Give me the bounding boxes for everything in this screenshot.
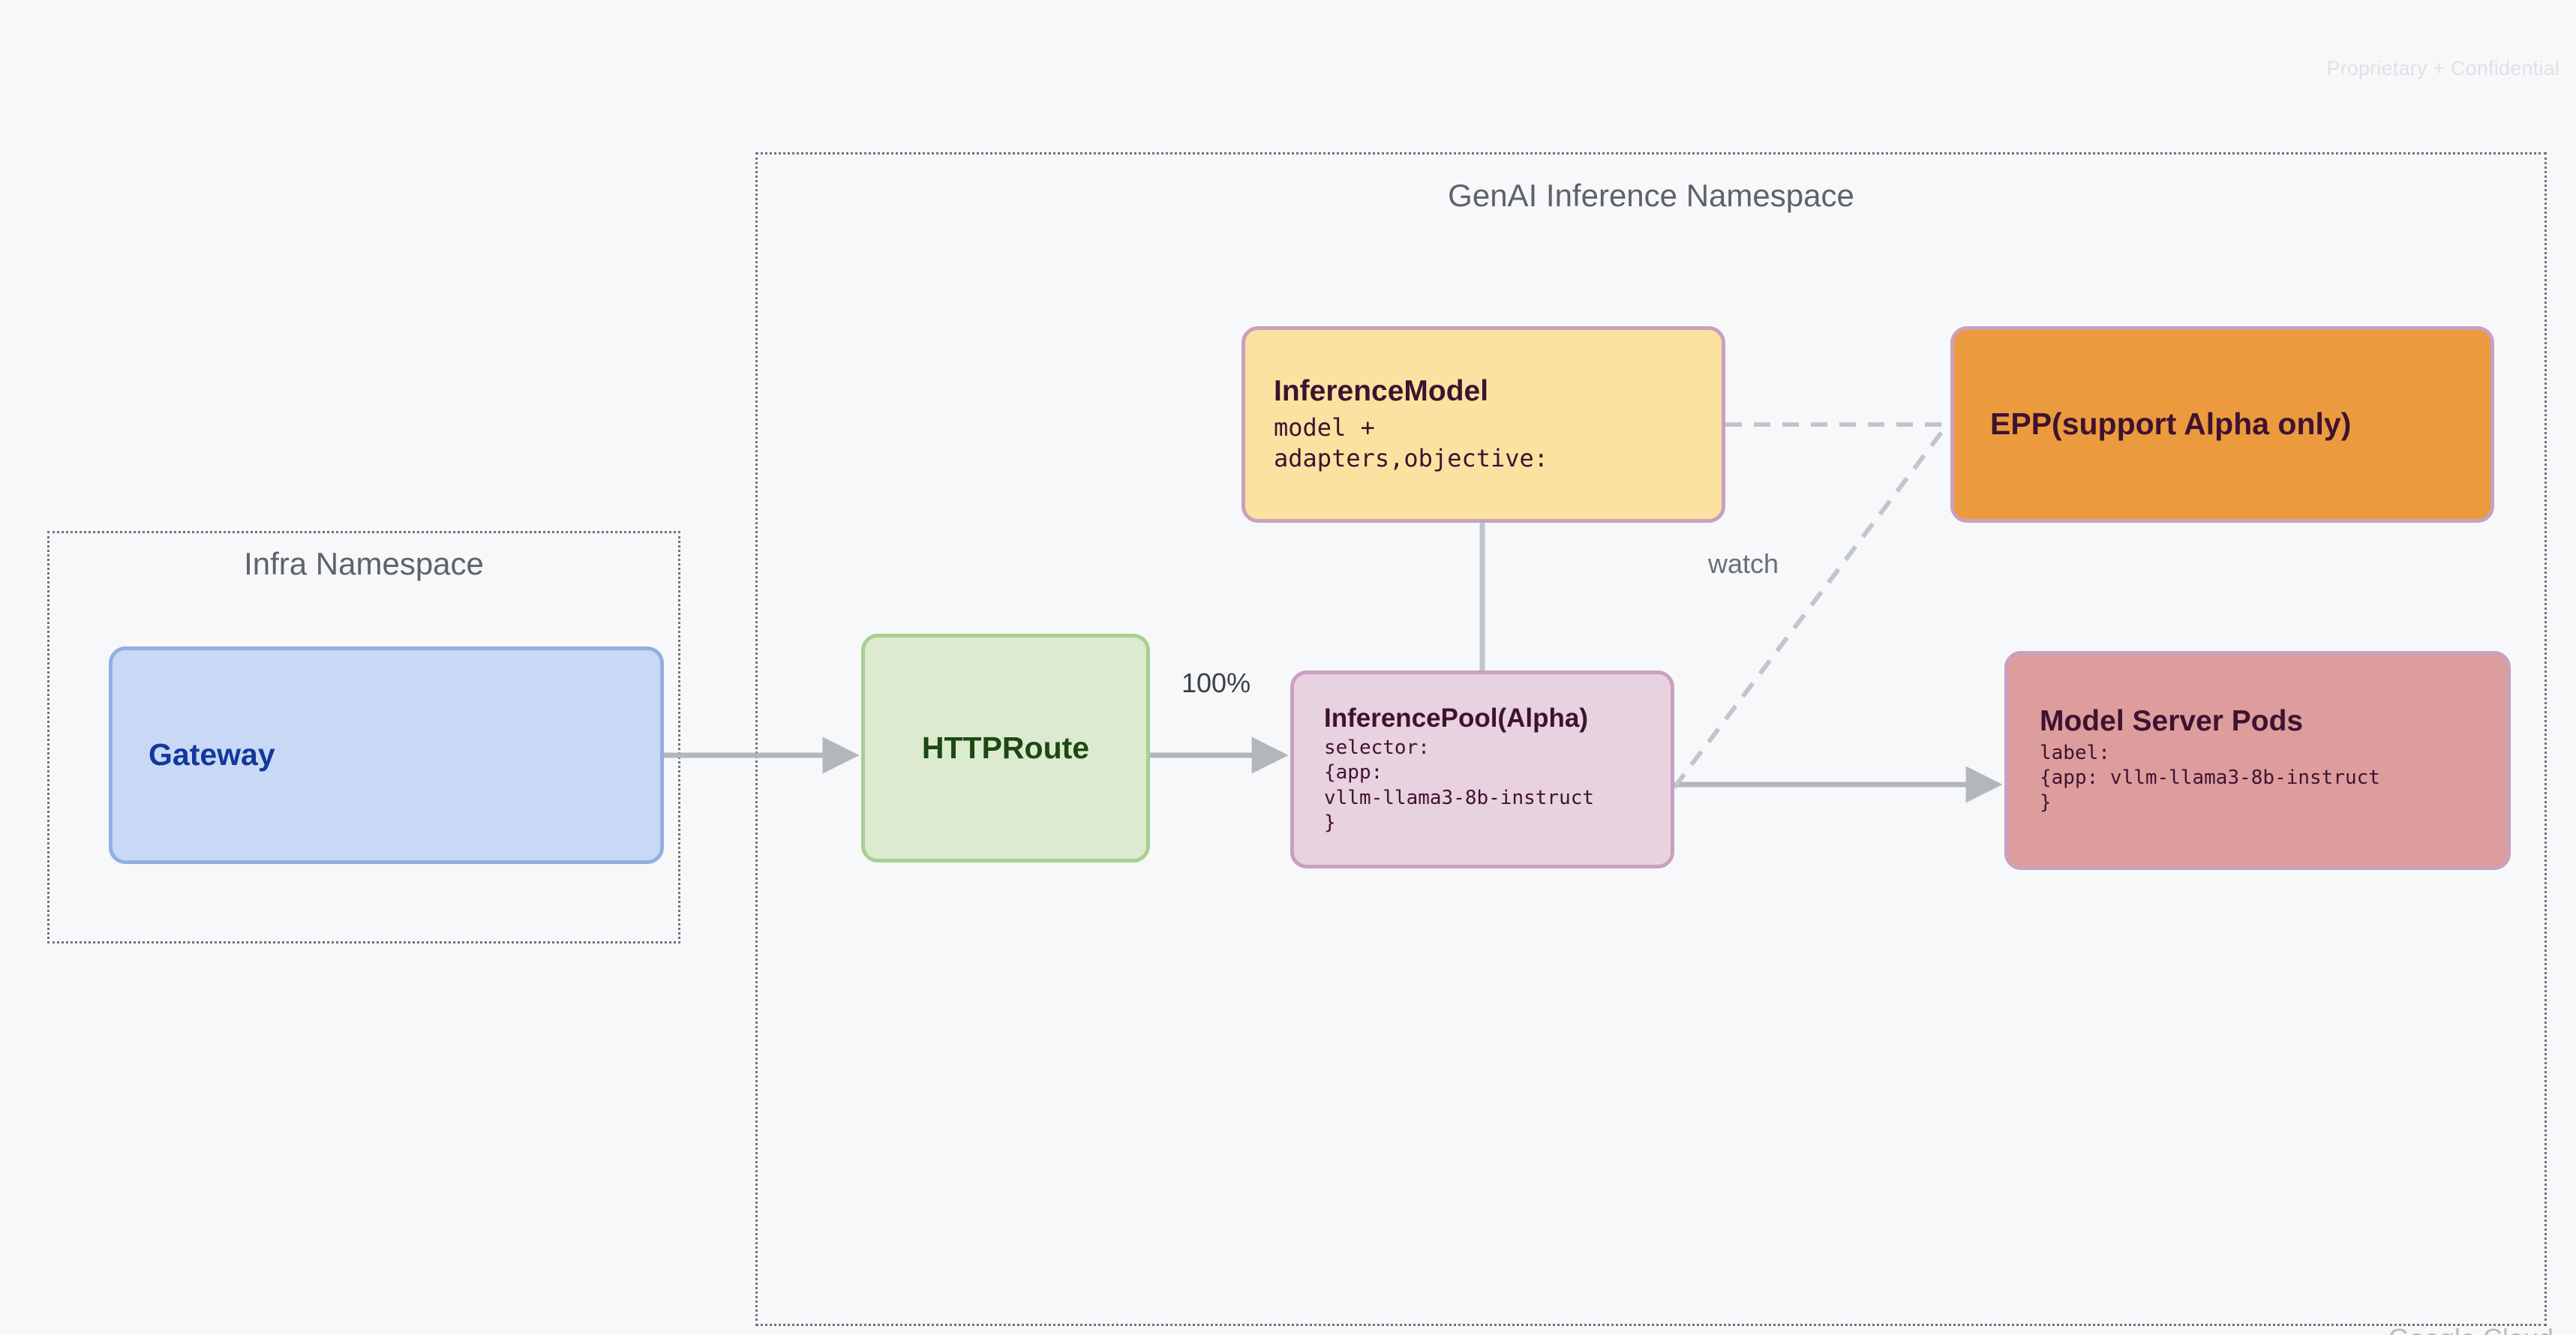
node-gateway-title: Gateway <box>149 737 275 772</box>
node-httproute[interactable]: HTTPRoute <box>861 634 1150 862</box>
infra-namespace-container <box>47 531 680 944</box>
node-epp[interactable]: EPP(support Alpha only) <box>1950 326 2494 523</box>
node-inferencepool-subtitle: selector: {app: vllm-llama3-8b-instruct … <box>1324 736 1595 834</box>
node-inferencepool-title: InferencePool(Alpha) <box>1324 703 1588 733</box>
edge-label-100-percent: 100% <box>1181 668 1251 698</box>
node-inferencemodel[interactable]: InferenceModel model + adapters,objectiv… <box>1241 326 1725 523</box>
node-modelserverpods[interactable]: Model Server Pods label: {app: vllm-llam… <box>2004 651 2511 870</box>
node-modelserverpods-title: Model Server Pods <box>2040 705 2304 738</box>
edge-label-watch: watch <box>1708 548 1779 579</box>
node-inferencemodel-title: InferenceModel <box>1274 375 1489 408</box>
node-modelserverpods-subtitle: label: {app: vllm-llama3-8b-instruct } <box>2040 741 2380 814</box>
infra-namespace-title: Infra Namespace <box>244 546 484 581</box>
proprietary-confidential-watermark: Proprietary + Confidential <box>2326 57 2559 80</box>
node-inferencemodel-subtitle: model + adapters,objective: <box>1274 412 1549 472</box>
node-epp-title: EPP(support Alpha only) <box>1990 406 2352 442</box>
genai-inference-namespace-container <box>755 152 2547 1326</box>
node-gateway[interactable]: Gateway <box>109 646 664 864</box>
brand-footer: Google Cloud <box>2388 1323 2553 1335</box>
node-httproute-title: HTTPRoute <box>921 730 1090 765</box>
genai-inference-namespace-title: GenAI Inference Namespace <box>1448 178 1854 213</box>
node-inferencepool[interactable]: InferencePool(Alpha) selector: {app: vll… <box>1290 670 1674 868</box>
